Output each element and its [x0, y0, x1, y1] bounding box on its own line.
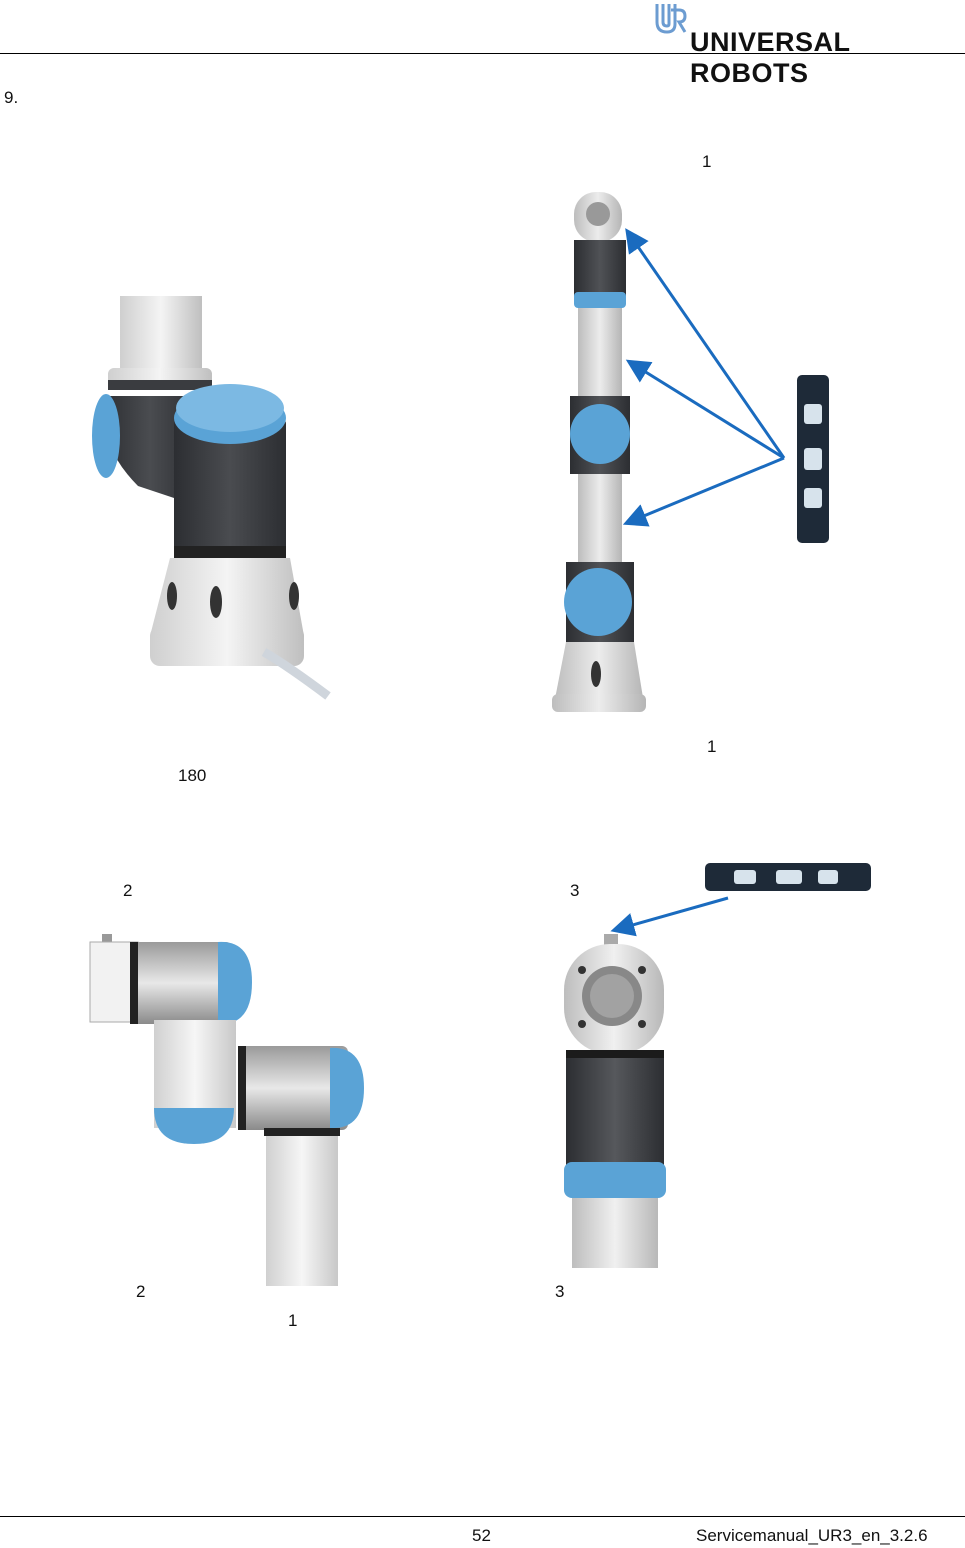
arrow-to-flange — [616, 894, 736, 934]
fig4-bottom-label: 3 — [555, 1282, 564, 1302]
spirit-level-horizontal — [704, 862, 872, 892]
header: UNIVERSAL ROBOTS — [0, 0, 965, 56]
page-number: 52 — [472, 1526, 491, 1546]
fig3-top-label: 2 — [123, 881, 132, 901]
fig3-bottom-label: 2 — [136, 1282, 145, 1302]
footer-rule — [0, 1516, 965, 1517]
fig4-top-label: 3 — [570, 881, 579, 901]
fig2-top-label: 1 — [702, 152, 711, 172]
elbow-joints-illustration — [88, 930, 378, 1290]
fig1-caption: 180 — [178, 766, 206, 786]
arrows-to-arm — [624, 226, 804, 526]
top-flange-illustration — [560, 932, 670, 1272]
ur-logo-icon — [653, 2, 687, 36]
header-rule — [0, 53, 965, 54]
fig2-bottom-label: 1 — [707, 737, 716, 757]
robot-base-illustration — [88, 296, 338, 706]
step-number: 9. — [4, 88, 18, 108]
fig3-bottom-label-2: 1 — [288, 1311, 297, 1331]
document-name: Servicemanual_UR3_en_3.2.6 — [696, 1526, 928, 1546]
brand-name: UNIVERSAL ROBOTS — [690, 27, 965, 89]
